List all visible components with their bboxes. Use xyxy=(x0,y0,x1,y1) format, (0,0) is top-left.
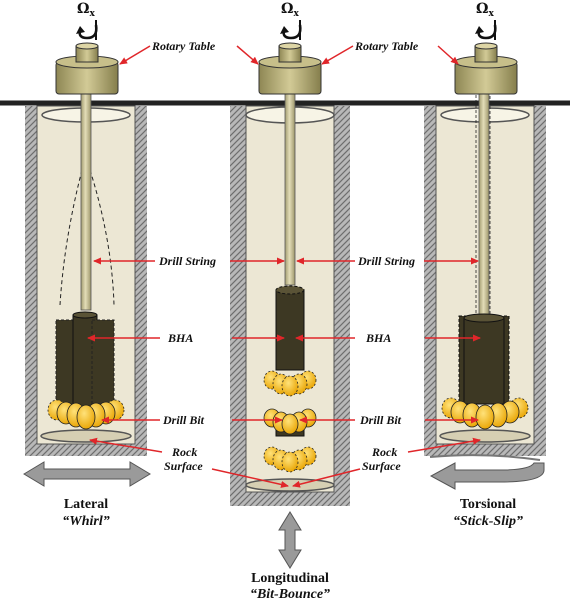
longitudinal-subtitle: “Bit-Bounce” xyxy=(250,587,330,602)
bha xyxy=(55,311,115,408)
bha xyxy=(458,313,510,405)
rotary-table-label-left: Rotary Table xyxy=(151,39,216,53)
torsional-motion-arrow xyxy=(429,454,545,490)
surface-label-right: Surface xyxy=(362,459,401,473)
drill-string-label-right: Drill String xyxy=(357,254,415,268)
longitudinal-motion-arrow xyxy=(278,511,302,569)
surface-label-left: Surface xyxy=(164,459,203,473)
bha-label-left: BHA xyxy=(167,331,193,345)
drill-bit-label-left: Drill Bit xyxy=(162,413,205,427)
drill-bit xyxy=(441,397,529,430)
omega-label: Ωx xyxy=(281,1,299,19)
omega-label: Ωx xyxy=(77,1,95,19)
rotary-table xyxy=(258,42,322,95)
drill-bit xyxy=(47,399,125,430)
drill-string xyxy=(80,59,92,311)
longitudinal-well: Ωx xyxy=(230,1,350,506)
bha-label-right: BHA xyxy=(365,331,391,345)
torsional-title: Torsional xyxy=(460,497,516,512)
lateral-title: Lateral xyxy=(64,497,108,512)
rotary-table xyxy=(55,42,119,95)
drill-string-label-left: Drill String xyxy=(158,254,216,268)
drill-bit xyxy=(263,370,317,473)
rotary-table-label-right: Rotary Table xyxy=(354,39,419,53)
lateral-well: Ωx xyxy=(25,1,147,456)
lateral-motion-arrow xyxy=(23,461,151,487)
lateral-subtitle: “Whirl” xyxy=(62,514,109,529)
torsional-well: Ωx xyxy=(424,1,546,456)
omega-label: Ωx xyxy=(476,1,494,19)
rotary-table xyxy=(454,42,518,95)
rock-label-right: Rock xyxy=(371,445,397,459)
rock-label-left: Rock xyxy=(171,445,197,459)
torsional-subtitle: “Stick-Slip” xyxy=(453,514,523,529)
drill-bit-label-right: Drill Bit xyxy=(359,413,402,427)
pointer-arrows xyxy=(87,45,481,488)
longitudinal-title: Longitudinal xyxy=(251,571,329,586)
drill-string xyxy=(478,59,490,316)
